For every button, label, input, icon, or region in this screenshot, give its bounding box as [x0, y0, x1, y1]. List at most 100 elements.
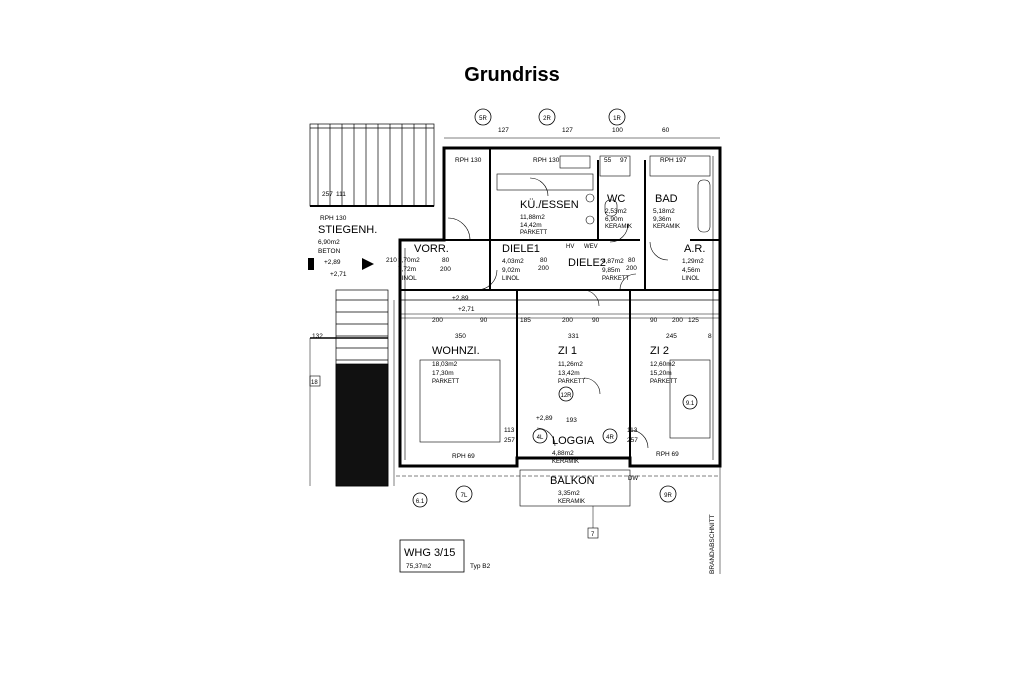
zimmer2-floor: PARKETT: [650, 379, 678, 385]
wohnzimmer-rph: RPH 69: [452, 453, 475, 460]
dim-125: 125: [688, 317, 699, 324]
diele2-area: 4,87m2: [602, 258, 624, 265]
stiegenhaus-floor: BETON: [318, 248, 341, 255]
unit-area: 75,37m2: [406, 563, 432, 570]
zimmer1-area: 11,26m2: [558, 361, 583, 368]
loggia-floor: KERAMIK: [552, 459, 579, 465]
room-vorraum: VORR. 3,70m2 7,72m LINOL 80 200 210: [386, 243, 451, 282]
dim-100: 100: [612, 127, 623, 134]
vorraum-door-height: 200: [440, 266, 451, 273]
unit-type: Typ B2: [470, 563, 491, 570]
grid-markers: [412, 108, 698, 508]
stair-arrow-icon: [308, 258, 374, 270]
marker-18-label: 18: [311, 380, 318, 386]
wohnzimmer-area: 18,03m2: [432, 361, 458, 368]
kueche-floor: PARKETT: [520, 230, 548, 236]
label-dw: DW: [628, 476, 638, 482]
unit-number: WHG 3/15: [404, 547, 455, 559]
kueche-name: KÜ./ESSEN: [520, 199, 579, 211]
grid-4r: 4R: [606, 435, 614, 441]
room-loggia: +2,89 193 113 257 113 257 LOGGIA 4,88m2 …: [504, 415, 638, 465]
marker-7: 7: [591, 532, 595, 538]
loggia-area: 4,88m2: [552, 450, 574, 457]
balkon-area: 3,35m2: [558, 490, 580, 497]
diele1-floor: LINOL: [502, 276, 520, 282]
dim-97: 97: [620, 157, 628, 164]
dim-55: 55: [604, 157, 612, 164]
stiegenhaus-level1: +2,89: [324, 259, 341, 266]
dim-193: 193: [566, 417, 577, 424]
diele1-perimeter: 9,02m: [502, 267, 520, 274]
diele1-door-height: 200: [538, 265, 549, 272]
dim-257-l: 257: [504, 437, 515, 444]
dim-127-b: 127: [562, 127, 573, 134]
dimension-lines: [309, 137, 721, 574]
dim-200-z: 200: [562, 317, 573, 324]
wohnzimmer-floor: PARKETT: [432, 379, 460, 385]
dim-60: 60: [662, 127, 670, 134]
dim-113-r: 113: [627, 427, 638, 434]
wc-perimeter: 6,90m: [605, 216, 623, 223]
wc-floor: KERAMIK: [605, 224, 632, 230]
ar-floor: LINOL: [682, 276, 700, 282]
wohnzimmer-level1: +2,89: [452, 295, 469, 302]
zimmer2-name: ZI 2: [650, 345, 669, 357]
vorraum-floor: LINOL: [398, 275, 417, 282]
diele2-floor: PARKETT: [602, 276, 630, 282]
grid-9-1: 9.1: [686, 401, 695, 407]
door-swings: [447, 177, 669, 449]
label-wev: WEV: [584, 244, 598, 250]
grid-4l: 4L: [537, 435, 544, 441]
dim-132: 132: [312, 333, 323, 340]
rph-kitchen-left: RPH 130: [455, 157, 482, 164]
dim-350: 350: [455, 333, 466, 340]
dim-90-z2: 90: [650, 317, 658, 324]
top-dimensions: 127 127 100 60 RPH 130 RPH 130 RPH 197 5…: [322, 127, 687, 198]
page-title: Grundriss: [464, 64, 560, 86]
middle-dimensions: 200 90 185 200 90 90 200 125 350 331 245…: [312, 317, 712, 340]
kueche-area: 11,88m2: [520, 214, 545, 221]
room-diele2: DIELE2 4,87m2 9,85m PARKETT 80 200: [568, 257, 637, 282]
grid-marker-labels: 5R 2R 1R 12R 4L 4R 7L 9R 6.1 9.1: [416, 116, 695, 505]
stiegenhaus-area: 6,90m2: [318, 239, 340, 246]
balkon-floor: KERAMIK: [558, 499, 585, 505]
dim-200-w: 200: [432, 317, 443, 324]
diele1-area: 4,03m2: [502, 258, 524, 265]
room-wohnzimmer: +2,89 +2,71 WOHNZI. 18,03m2 17,30m PARKE…: [432, 295, 480, 460]
zimmer2-area: 12,60m2: [650, 361, 676, 368]
room-balkon: BALKON 3,35m2 KERAMIK DW 7: [550, 475, 638, 539]
zimmer2-rph: RPH 69: [656, 451, 679, 458]
diele2-door-height: 200: [626, 265, 637, 272]
stiegenhaus-name: STIEGENH.: [318, 224, 377, 236]
dim-90-w: 90: [480, 317, 488, 324]
room-wc: WC 2,53m2 6,90m KERAMIK: [605, 193, 632, 230]
dim-8: 8: [708, 333, 712, 340]
dim-85: 210: [386, 257, 397, 264]
vorraum-area: 3,70m2: [398, 257, 420, 264]
diele2-name: DIELE2: [568, 257, 606, 269]
loggia-name: LOGGIA: [552, 435, 595, 447]
wc-name: WC: [607, 193, 625, 205]
grid-1r: 1R: [613, 116, 621, 122]
grid-2r: 2R: [543, 116, 551, 122]
zimmer1-name: ZI 1: [558, 345, 577, 357]
zimmer2-perimeter: 15,20m: [650, 370, 672, 377]
dim-127-a: 127: [498, 127, 509, 134]
dim-185: 185: [520, 317, 531, 324]
diele2-door-width: 80: [628, 257, 636, 264]
vorraum-perimeter: 7,72m: [398, 266, 416, 273]
room-bad: BAD 5,18m2 9,36m KERAMIK: [653, 193, 680, 230]
grid-7l: 7L: [461, 493, 468, 499]
wc-area: 2,53m2: [605, 208, 627, 215]
dim-245: 245: [666, 333, 677, 340]
balkon-name: BALKON: [550, 475, 595, 487]
grid-9r: 9R: [664, 493, 672, 499]
diele2-perimeter: 9,85m: [602, 267, 620, 274]
unit-box: WHG 3/15 75,37m2 Typ B2: [399, 539, 491, 573]
room-zimmer2: ZI 2 12,60m2 15,20m PARKETT RPH 69: [650, 345, 679, 458]
zimmer1-floor: PARKETT: [558, 379, 586, 385]
room-abstellraum: A.R. 1,29m2 4,56m LINOL: [682, 243, 705, 282]
dim-200-z2: 200: [672, 317, 683, 324]
fixtures: [419, 155, 711, 507]
brandabschnitt-label: BRANDABSCHNITT: [709, 514, 716, 574]
